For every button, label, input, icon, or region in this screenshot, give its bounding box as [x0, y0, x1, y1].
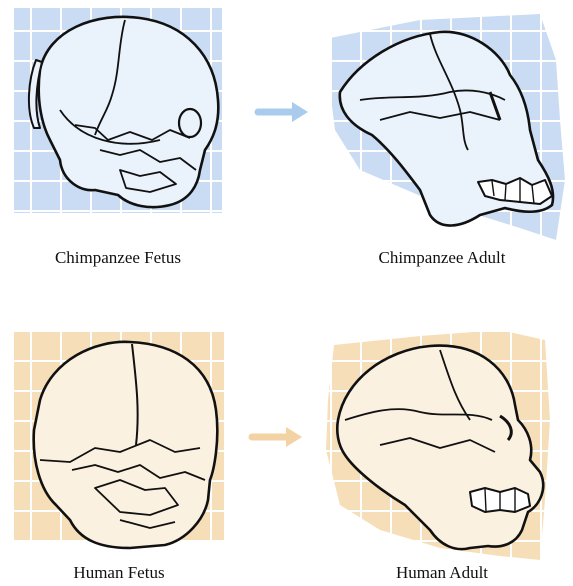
- chimpanzee-fetus-caption: Chimpanzee Fetus: [14, 248, 222, 268]
- human-fetus-panel: [14, 330, 224, 548]
- human-fetus-caption: Human Fetus: [14, 563, 224, 583]
- chimpanzee-adult-panel: [330, 14, 565, 240]
- chimp-arrow-head: [292, 102, 308, 122]
- chimpanzee-adult-caption: Chimpanzee Adult: [332, 248, 552, 268]
- human-adult-panel: [326, 330, 550, 560]
- human-adult-caption: Human Adult: [332, 563, 552, 583]
- human-arrow-head: [286, 427, 302, 447]
- chimpanzee-fetus-panel: [14, 8, 222, 213]
